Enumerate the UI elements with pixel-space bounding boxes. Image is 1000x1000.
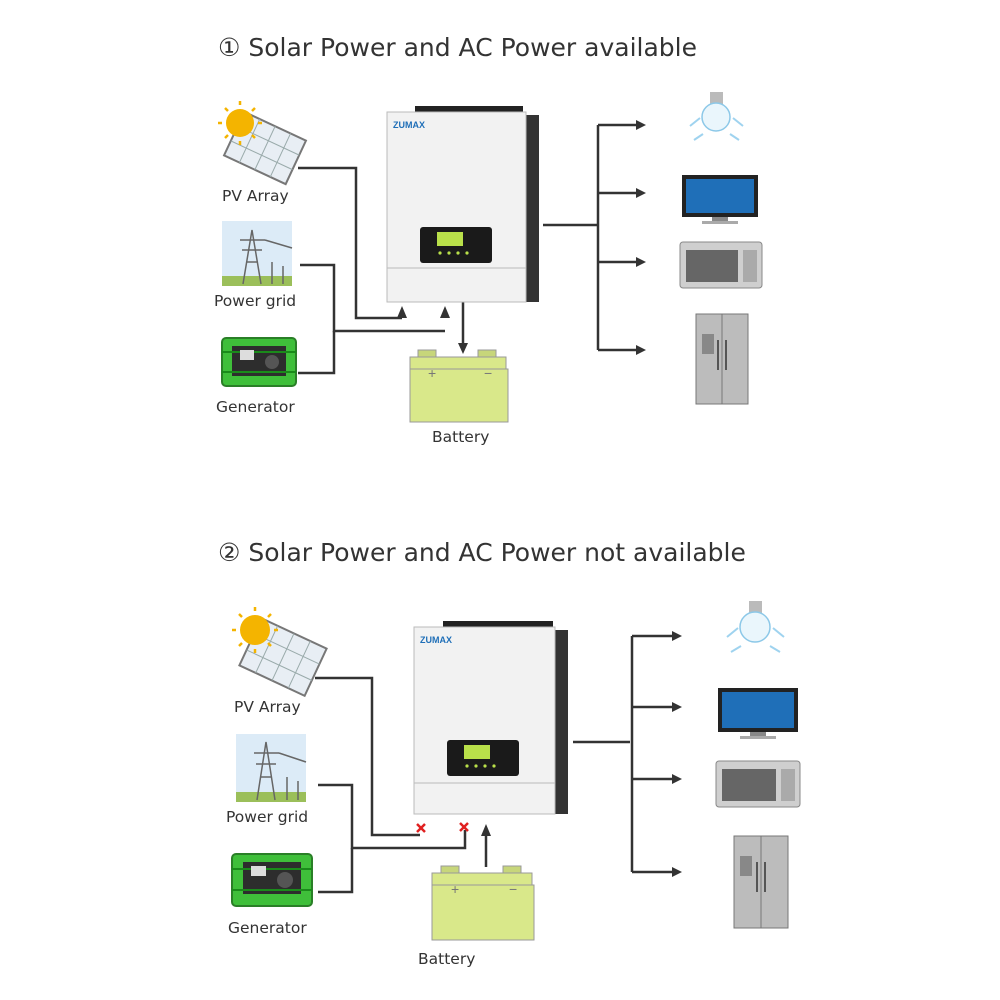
wiring xyxy=(298,123,640,375)
generator-label: Generator xyxy=(228,919,307,937)
scene-title-text: Solar Power and AC Power available xyxy=(248,33,697,62)
battery-label: Battery xyxy=(432,428,490,446)
inverter-icon: ZUMAX xyxy=(413,621,568,815)
brand-logo: ZUMAX xyxy=(393,120,425,130)
light-bulb-icon xyxy=(726,601,785,653)
generator-label: Generator xyxy=(216,398,295,416)
power-grid-label: Power grid xyxy=(226,808,309,826)
scene-1-diagram: ZUMAX + − xyxy=(218,92,763,423)
generator-icon xyxy=(221,337,297,387)
power-grid-label: Power grid xyxy=(214,292,297,310)
arrows xyxy=(397,120,646,355)
battery-icon: + − xyxy=(409,349,509,423)
refrigerator-icon xyxy=(695,313,749,405)
wiring xyxy=(315,634,676,894)
scene-number: ① xyxy=(218,33,241,62)
scene-title-text: Solar Power and AC Power not available xyxy=(248,538,746,567)
cross-icon xyxy=(416,823,426,833)
svg-text:+: + xyxy=(428,365,436,381)
sun-icon xyxy=(218,101,262,145)
scene-1: ① Solar Power and AC Power available xyxy=(214,33,763,446)
scene-number: ② xyxy=(218,538,241,567)
brand-logo: ZUMAX xyxy=(420,635,452,645)
battery-icon: + − xyxy=(431,865,535,941)
scene-title: ② Solar Power and AC Power not available xyxy=(218,538,746,567)
tv-icon xyxy=(718,688,798,739)
svg-text:−: − xyxy=(484,365,492,381)
transmission-tower-icon xyxy=(236,734,307,802)
pv-array-label: PV Array xyxy=(222,187,289,205)
pv-array xyxy=(218,101,308,186)
sun-icon xyxy=(232,607,278,653)
light-bulb-icon xyxy=(689,92,744,141)
tv-icon xyxy=(682,175,758,224)
microwave-icon xyxy=(715,760,801,808)
svg-text:+: + xyxy=(451,881,459,897)
refrigerator-icon xyxy=(733,835,789,929)
pv-array xyxy=(232,607,328,698)
scene-title: ① Solar Power and AC Power available xyxy=(218,33,697,62)
battery-label: Battery xyxy=(418,950,476,968)
scene-2: ② Solar Power and AC Power not available xyxy=(0,500,1000,1000)
scene-2-diagram: ZUMAX + − xyxy=(231,601,801,941)
inverter-icon: ZUMAX xyxy=(386,106,539,303)
svg-text:−: − xyxy=(509,881,517,897)
microwave-icon xyxy=(679,241,763,289)
pv-array-label: PV Array xyxy=(234,698,301,716)
generator-icon xyxy=(231,853,313,907)
cross-icon xyxy=(459,822,469,832)
arrows xyxy=(481,631,682,877)
transmission-tower-icon xyxy=(222,221,293,286)
